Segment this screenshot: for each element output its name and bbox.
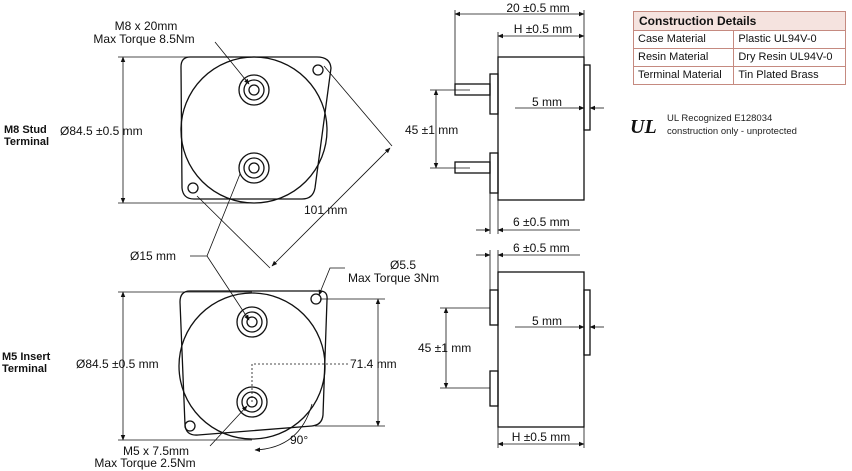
m8-terminal-note-1: M8 x 20mm: [115, 19, 178, 33]
m8-label-line2: Terminal: [4, 136, 49, 148]
ul-logo-icon: UL: [630, 116, 657, 138]
m5-terminal-note-1: M5 x 7.5mm: [123, 444, 189, 458]
m8-mount-hole-top: [312, 64, 324, 76]
m5-side-boss-label: 5 mm: [532, 314, 562, 328]
table-cell-label: Case Material: [632, 30, 735, 49]
table-row: Terminal Material Tin Plated Brass: [632, 66, 846, 85]
m5-side-terminal-label: 6 ±0.5 mm: [513, 241, 570, 255]
m8-terminal-bottom: [238, 152, 270, 184]
m5-top-view: [118, 267, 385, 453]
table-cell-value: Dry Resin UL94V-0: [733, 48, 846, 67]
m8-side-body: [497, 56, 585, 201]
m5-terminal-top: [236, 306, 268, 338]
m5-mount-hole-label-2: Max Torque 3Nm: [348, 271, 439, 285]
m8-terminal-top: [238, 74, 270, 106]
m5-side-height-label: H ±0.5 mm: [512, 430, 571, 444]
m8-body-circle: [180, 56, 328, 204]
table-row: Case Material Plastic UL94V-0: [632, 30, 846, 49]
table-cell-value: Tin Plated Brass: [733, 66, 846, 85]
m8-side-height-label: H ±0.5 mm: [514, 22, 573, 36]
m5-diameter-label: Ø84.5 ±0.5 mm: [76, 357, 159, 371]
m8-top-view: [118, 41, 393, 321]
m5-terminal-note-2: Max Torque 2.5Nm: [94, 456, 195, 470]
m8-mount-hole-bottom: [187, 182, 199, 194]
m5-height-label: 71.4 mm: [350, 357, 397, 371]
table-cell-value: Plastic UL94V-0: [733, 30, 846, 49]
m5-body-circle: [178, 292, 326, 440]
m8-diagonal-label: 101 mm: [304, 203, 347, 217]
m5-mount-hole-bottom: [184, 420, 196, 432]
m8-side-view: [430, 10, 604, 234]
hole-diameter-label: Ø15 mm: [130, 249, 176, 263]
m5-flange: [179, 290, 328, 436]
m8-side-spacing-label: 45 ±1 mm: [405, 123, 458, 137]
ul-recognized-mark: UL UL Recognized E128034 construction on…: [630, 113, 797, 138]
table-cell-label: Terminal Material: [632, 66, 735, 85]
m8-diameter-label: Ø84.5 ±0.5 mm: [60, 124, 143, 138]
ul-mark-line2: construction only - unprotected: [667, 126, 797, 137]
m5-label-line1: M5 Insert: [2, 351, 51, 363]
m8-side-boss-label: 5 mm: [532, 95, 562, 109]
m5-side-body: [497, 271, 585, 428]
m8-side-width-label: 20 ±0.5 mm: [506, 1, 569, 15]
table-row: Resin Material Dry Resin UL94V-0: [632, 48, 846, 67]
m5-mount-hole-top: [310, 293, 322, 305]
construction-details-table: Construction Details Case Material Plast…: [632, 11, 846, 85]
m5-side-spacing-label: 45 ±1 mm: [418, 341, 471, 355]
m8-terminal-note-2: Max Torque 8.5Nm: [93, 32, 194, 46]
m5-side-view: [440, 250, 604, 448]
m5-label-line2: Terminal: [2, 363, 47, 375]
m8-side-terminal-label: 6 ±0.5 mm: [513, 215, 570, 229]
m8-label-line1: M8 Stud: [4, 124, 47, 136]
m5-angle-label: 90°: [290, 433, 308, 447]
table-cell-label: Resin Material: [632, 48, 735, 67]
ul-mark-line1: UL Recognized E128034: [667, 113, 772, 124]
m5-mount-hole-label-1: Ø5.5: [390, 258, 416, 272]
construction-details-title: Construction Details: [633, 11, 846, 31]
